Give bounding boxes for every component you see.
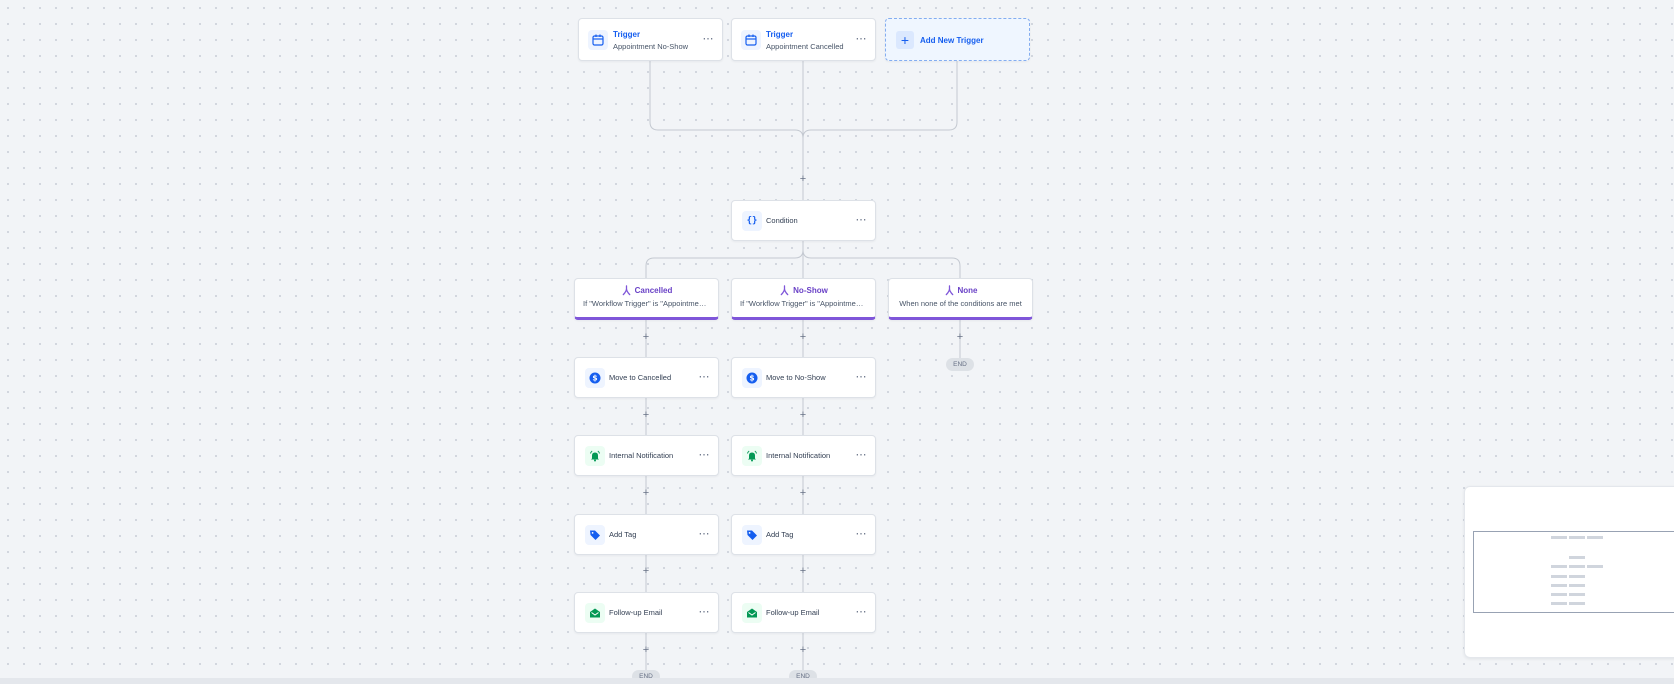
add-step-button[interactable]: + <box>642 487 650 499</box>
action-internal-notification[interactable]: Internal Notification ⋯ <box>574 435 719 476</box>
end-marker: END <box>946 358 974 371</box>
calendar-icon <box>741 30 761 50</box>
svg-text:$: $ <box>592 374 597 383</box>
add-new-trigger-button[interactable]: + Add New Trigger <box>885 18 1030 61</box>
action-label: Add Tag <box>766 530 794 539</box>
more-options-icon[interactable]: ⋯ <box>698 528 710 540</box>
action-label: Add Tag <box>609 530 637 539</box>
svg-text:$: $ <box>749 374 754 383</box>
trigger-card-cancelled[interactable]: Trigger Appointment Cancelled ⋯ <box>731 18 876 61</box>
minimap-node <box>1569 593 1585 596</box>
branch-condition-text: If "Workflow Trigger" is "Appointment... <box>583 299 710 308</box>
minimap-node <box>1587 536 1603 539</box>
branch-icon <box>780 285 789 296</box>
plus-icon: + <box>896 31 914 49</box>
add-step-button[interactable]: + <box>799 644 807 656</box>
more-options-icon[interactable]: ⋯ <box>855 371 867 383</box>
mail-icon <box>742 603 762 623</box>
more-options-icon[interactable]: ⋯ <box>855 528 867 540</box>
tag-icon <box>585 525 605 545</box>
action-move-to-no-show[interactable]: $ Move to No-Show ⋯ <box>731 357 876 398</box>
branch-title: No-Show <box>793 286 828 295</box>
trigger-title: Trigger <box>613 30 641 39</box>
bell-icon <box>742 446 762 466</box>
trigger-card-no-show[interactable]: Trigger Appointment No-Show ⋯ <box>578 18 723 61</box>
more-options-icon[interactable]: ⋯ <box>702 33 714 45</box>
action-label: Follow-up Email <box>766 608 820 617</box>
add-step-button[interactable]: + <box>799 487 807 499</box>
more-options-icon[interactable]: ⋯ <box>855 33 867 45</box>
minimap-node <box>1551 565 1567 568</box>
add-step-button[interactable]: + <box>642 565 650 577</box>
minimap-node <box>1551 584 1567 587</box>
add-step-button[interactable]: + <box>642 331 650 343</box>
trigger-subtitle: Appointment No-Show <box>613 42 689 51</box>
condition-label: Condition <box>766 216 798 225</box>
add-trigger-label: Add New Trigger <box>920 36 984 45</box>
add-step-button[interactable]: + <box>799 331 807 343</box>
action-add-tag[interactable]: Add Tag ⋯ <box>731 514 876 555</box>
condition-node[interactable]: {} Condition ⋯ <box>731 200 876 241</box>
calendar-icon <box>588 30 608 50</box>
add-step-button[interactable]: + <box>642 644 650 656</box>
minimap-node <box>1569 556 1585 559</box>
action-move-to-cancelled[interactable]: $ Move to Cancelled ⋯ <box>574 357 719 398</box>
add-step-button[interactable]: + <box>799 565 807 577</box>
more-options-icon[interactable]: ⋯ <box>855 214 867 226</box>
branch-condition-text: When none of the conditions are met <box>899 299 1022 308</box>
branch-icon <box>945 285 953 296</box>
braces-icon: {} <box>742 211 762 231</box>
minimap[interactable] <box>1464 486 1674 658</box>
trigger-subtitle: Appointment Cancelled <box>766 42 844 51</box>
minimap-node <box>1569 565 1585 568</box>
more-options-icon[interactable]: ⋯ <box>698 371 710 383</box>
minimap-node <box>1551 602 1567 605</box>
minimap-viewport[interactable] <box>1473 531 1674 613</box>
add-step-button[interactable]: + <box>799 173 807 185</box>
branch-title: Cancelled <box>634 286 673 295</box>
minimap-node <box>1551 536 1567 539</box>
minimap-node <box>1569 575 1585 578</box>
trigger-title: Trigger <box>766 30 794 39</box>
more-options-icon[interactable]: ⋯ <box>698 449 710 461</box>
branch-none[interactable]: None When none of the conditions are met <box>888 278 1033 320</box>
bell-icon <box>585 446 605 466</box>
more-options-icon[interactable]: ⋯ <box>855 606 867 618</box>
action-label: Internal Notification <box>609 451 674 460</box>
add-step-button[interactable]: + <box>799 409 807 421</box>
action-label: Move to No-Show <box>766 373 826 382</box>
branch-title: None <box>957 286 978 295</box>
bottom-scrollbar[interactable] <box>0 678 1674 684</box>
add-step-button[interactable]: + <box>642 409 650 421</box>
dollar-icon: $ <box>742 368 762 388</box>
minimap-node <box>1587 565 1603 568</box>
branch-cancelled[interactable]: Cancelled If "Workflow Trigger" is "Appo… <box>574 278 719 320</box>
action-label: Move to Cancelled <box>609 373 672 382</box>
minimap-node <box>1551 593 1567 596</box>
dollar-icon: $ <box>585 368 605 388</box>
more-options-icon[interactable]: ⋯ <box>698 606 710 618</box>
action-follow-up-email[interactable]: Follow-up Email ⋯ <box>731 592 876 633</box>
mail-icon <box>585 603 605 623</box>
branch-icon <box>622 285 630 296</box>
action-add-tag[interactable]: Add Tag ⋯ <box>574 514 719 555</box>
action-label: Follow-up Email <box>609 608 663 617</box>
action-internal-notification[interactable]: Internal Notification ⋯ <box>731 435 876 476</box>
branch-no-show[interactable]: No-Show If "Workflow Trigger" is "Appoin… <box>731 278 876 320</box>
tag-icon <box>742 525 762 545</box>
action-follow-up-email[interactable]: Follow-up Email ⋯ <box>574 592 719 633</box>
minimap-node <box>1569 536 1585 539</box>
more-options-icon[interactable]: ⋯ <box>855 449 867 461</box>
branch-condition-text: If "Workflow Trigger" is "Appointment... <box>740 299 867 308</box>
minimap-node <box>1551 575 1567 578</box>
add-step-button[interactable]: + <box>956 331 964 343</box>
action-label: Internal Notification <box>766 451 831 460</box>
minimap-node <box>1569 584 1585 587</box>
minimap-node <box>1569 602 1585 605</box>
